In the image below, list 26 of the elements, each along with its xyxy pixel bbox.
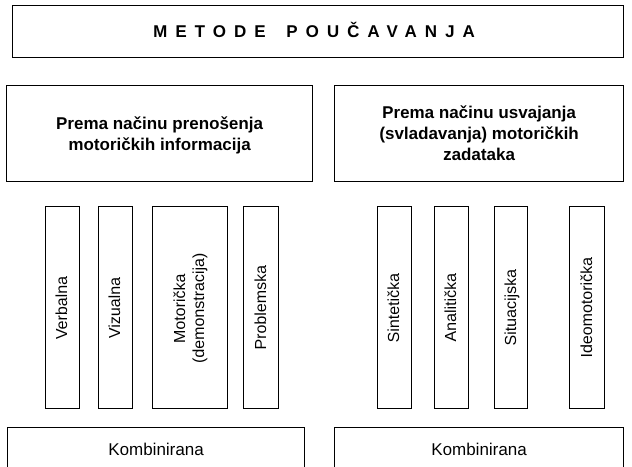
category-box xyxy=(6,85,313,182)
method-label: Motorička (demonstracija) xyxy=(171,251,209,365)
combined-label: Kombinirana xyxy=(431,440,527,460)
method-label: Analitička xyxy=(442,273,461,342)
method-box xyxy=(152,206,228,409)
method-label: Sintetička xyxy=(385,272,404,342)
method-box xyxy=(434,206,469,409)
method-label: Ideomotorička xyxy=(578,257,596,358)
method-box xyxy=(45,206,80,409)
method-box xyxy=(243,206,279,409)
method-box xyxy=(377,206,412,409)
method-box xyxy=(569,206,605,409)
combined-box xyxy=(334,427,624,467)
category-heading: Prema načinu prenošenja motoričkih informacija xyxy=(55,112,264,154)
method-label: Problemska xyxy=(252,265,270,350)
title-text: METODE POUČAVANJA xyxy=(153,22,483,42)
category-box xyxy=(334,85,624,182)
method-label: Verbalna xyxy=(53,276,72,340)
method-box xyxy=(98,206,133,409)
method-label: Vizualna xyxy=(106,276,125,338)
category-heading: Prema načinu usvajanja (svladavanja) motoričkih zadataka xyxy=(378,102,580,165)
combined-label: Kombinirana xyxy=(108,440,204,460)
method-box xyxy=(494,206,528,409)
combined-box xyxy=(7,427,305,467)
method-label: Situacijska xyxy=(502,269,520,346)
title-box xyxy=(12,5,624,58)
